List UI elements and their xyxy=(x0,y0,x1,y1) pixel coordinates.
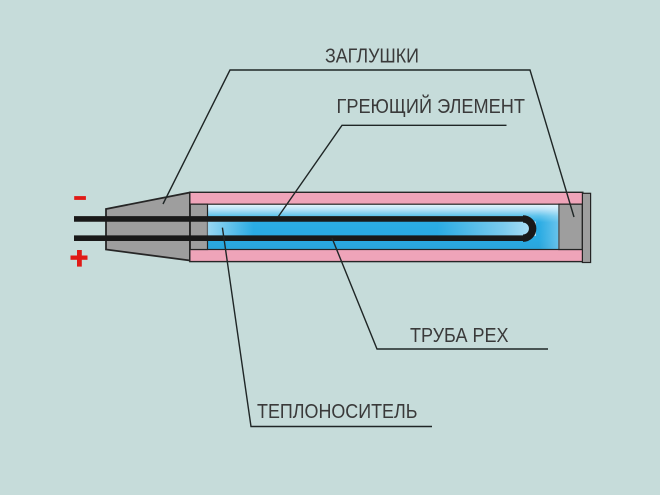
svg-text:ТРУБА PEX: ТРУБА PEX xyxy=(410,324,509,347)
svg-text:ГРЕЮЩИЙ ЭЛЕМЕНТ: ГРЕЮЩИЙ ЭЛЕМЕНТ xyxy=(337,94,526,118)
svg-text:ЗАГЛУШКИ: ЗАГЛУШКИ xyxy=(325,45,419,68)
svg-text:ТЕПЛОНОСИТЕЛЬ: ТЕПЛОНОСИТЕЛЬ xyxy=(257,400,418,423)
